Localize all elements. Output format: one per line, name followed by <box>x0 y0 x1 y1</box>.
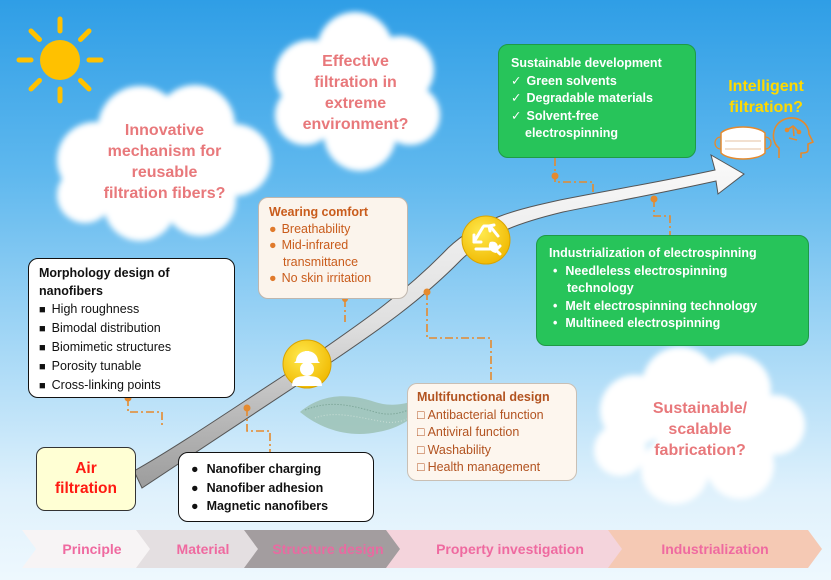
industrialization-title: Industrialization of electrospinning <box>549 246 757 260</box>
list-item: Biomimetic structures <box>39 338 224 357</box>
list-item: Melt electrospinning technology <box>549 298 796 316</box>
connector-lines <box>127 158 671 452</box>
stage-chevron-property-investigation <box>386 530 634 568</box>
intelligent-filtration-label: Intelligent filtration? <box>728 78 804 116</box>
stage-label-structure-design: Structure design <box>272 541 384 557</box>
charging-list: Nanofiber charging Nanofiber adhesion Ma… <box>191 460 361 516</box>
list-item: Cross-linking points <box>39 376 224 395</box>
list-item: Bimodal distribution <box>39 319 224 338</box>
mask-icon <box>714 126 772 160</box>
list-item: Breathability <box>269 221 397 238</box>
progress-arrow <box>133 153 745 489</box>
wearing-comfort-box: Wearing comfort Breathability Mid-infrar… <box>258 197 408 299</box>
stage-chevron-material <box>136 530 270 568</box>
stage-chevron-principle <box>22 530 162 568</box>
nanofiber-charging-box: Nanofiber charging Nanofiber adhesion Ma… <box>178 452 374 522</box>
comfort-title: Wearing comfort <box>269 205 369 219</box>
air-filtration-box: Air filtration <box>36 447 136 511</box>
sun-icon <box>16 16 104 104</box>
list-item: No skin irritation <box>269 270 397 287</box>
stage-label-industrialization: Industrialization <box>661 541 769 557</box>
list-item: Multineed electrospinning <box>549 315 796 333</box>
list-item: Mid-infrared transmittance <box>269 237 397 270</box>
list-item: Magnetic nanofibers <box>191 497 361 516</box>
list-item: Antiviral function <box>417 424 567 442</box>
multifunctional-title: Multifunctional design <box>417 390 550 404</box>
cloud-sustainable <box>594 347 805 504</box>
list-item: High roughness <box>39 300 224 319</box>
list-item: Nanofiber charging <box>191 460 361 479</box>
morphology-design-box: Morphology design of nanofibers High rou… <box>28 258 235 398</box>
multifunctional-design-box: Multifunctional design Antibacterial fun… <box>407 383 577 481</box>
stage-label-material: Material <box>176 541 230 557</box>
cloud-effective <box>275 12 440 171</box>
cloud-innovative-text: Innovative mechanism for reusable filtra… <box>103 122 226 202</box>
cloud-innovative <box>57 85 271 241</box>
sustainable-title: Sustainable development <box>511 56 662 70</box>
stage-bar <box>22 530 822 568</box>
stage-label-property-investigation: Property investigation <box>436 541 584 557</box>
cloud-effective-text: Effective filtration in extreme environm… <box>302 53 409 133</box>
industrialization-box: Industrialization of electrospinning Nee… <box>536 235 809 346</box>
sustainable-list: Green solvents Degradable materials Solv… <box>511 73 683 143</box>
head-icon <box>772 117 814 158</box>
list-item: Porosity tunable <box>39 357 224 376</box>
list-item: Antibacterial function <box>417 407 567 425</box>
multifunctional-list: Antibacterial function Antiviral functio… <box>417 407 567 477</box>
list-item: Degradable materials <box>511 90 683 108</box>
comfort-list: Breathability Mid-infrared transmittance… <box>269 221 397 287</box>
worker-icon <box>282 339 332 389</box>
recycle-icon <box>461 215 511 265</box>
list-item: Health management <box>417 459 567 477</box>
list-item: Nanofiber adhesion <box>191 479 361 498</box>
cloud-sustainable-text: Sustainable/ scalable fabrication? <box>652 400 748 459</box>
morphology-list: High roughness Bimodal distribution Biom… <box>39 300 224 395</box>
stage-chevron-industrialization <box>608 530 822 568</box>
list-item: Washability <box>417 442 567 460</box>
sustainable-development-box: Sustainable development Green solvents D… <box>498 44 696 158</box>
list-item: Green solvents <box>511 73 683 91</box>
stage-label-principle: Principle <box>62 541 122 557</box>
list-item: Needleless electrospinning technology <box>549 263 757 298</box>
list-item: Solvent-free electrospinning <box>511 108 645 143</box>
industrialization-list: Needleless electrospinning technology Me… <box>549 263 796 333</box>
morphology-title: Morphology design of nanofibers <box>39 266 170 298</box>
stage-chevron-structure-design <box>244 530 412 568</box>
